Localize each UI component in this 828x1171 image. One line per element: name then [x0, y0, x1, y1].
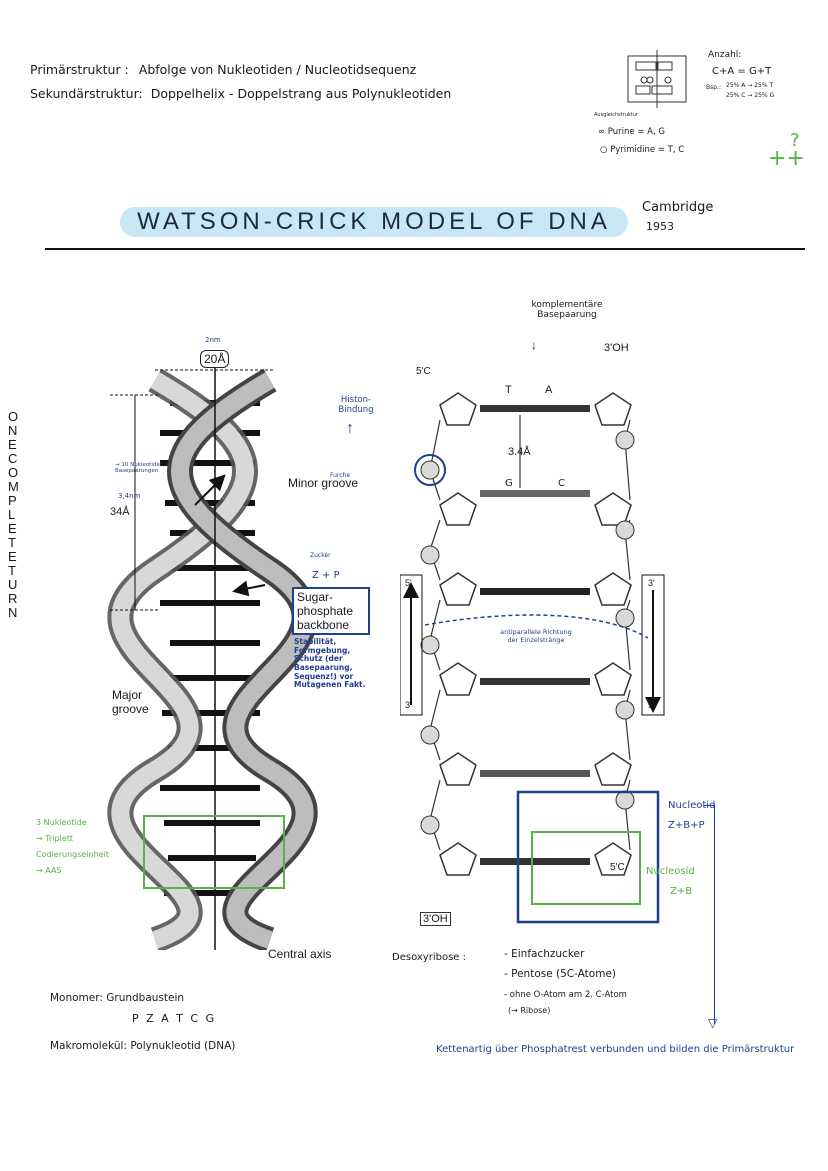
three-prime-right: 3': [648, 578, 655, 588]
zp-label: Z + P: [312, 570, 340, 581]
desoxy-line-3: - ohne O-Atom am 2. C-Atom: [504, 990, 627, 1000]
kette-note: Kettenartig über Phosphatrest verbunden …: [436, 1044, 795, 1055]
minor-groove-label: Minor groove: [288, 476, 359, 490]
double-helix-figure: [107, 350, 318, 950]
pyrimidine-line: ○ Pyrimidine = T, C: [600, 145, 685, 155]
five-c-bottom: 5'C: [610, 862, 625, 873]
sugar-phosphate-backbone-label: Sugar-phosphate backbone: [292, 587, 370, 635]
nucleotid-label: Nucleotid: [668, 800, 716, 811]
three-oh-bottom: 3'OH: [420, 912, 451, 926]
green-question-mark: ?: [790, 130, 800, 151]
base-c: C: [558, 478, 565, 489]
secondary-structure-term: Sekundärstruktur:: [30, 86, 143, 101]
desoxy-line-4: (→ Ribose): [508, 1006, 551, 1015]
primary-structure-text: Abfolge von Nukleotiden / Nucleotidseque…: [138, 62, 417, 77]
one-complete-turn-label: ONE COMPLETE TURN: [8, 409, 20, 620]
ausgleich-label: Ausgleichstruktur: [594, 112, 639, 118]
helix-width-label: 20Å: [200, 350, 230, 368]
triplet-line-1: 3 Nukleotide: [36, 818, 87, 827]
triplet-line-2: → Triplett: [36, 834, 73, 843]
base-g: G: [505, 478, 513, 489]
triplet-box: [143, 815, 285, 889]
spacing-label: 3.4Å: [508, 446, 531, 458]
length-angstrom: 34Å: [110, 506, 130, 518]
secondary-structure-text: Doppelhelix - Doppelstrang aus Polynukle…: [150, 86, 452, 101]
histon-label: Histon-Bindung: [338, 395, 374, 415]
base-t: T: [505, 384, 512, 396]
pairs-note: → 10 Nukleotide/ Basepaarungen: [115, 462, 162, 475]
major-groove-label: Major groove: [112, 688, 149, 716]
komplementaer-label: komplementäre Basepaarung: [531, 300, 603, 320]
triplet-line-4: → AAS: [36, 866, 62, 875]
secondary-structure-line: Sekundärstruktur: Doppelhelix - Doppelst…: [30, 86, 451, 101]
nucleosid-label: Nucleosid: [646, 866, 695, 877]
komplementaer-arrow-icon: ↓: [531, 338, 537, 352]
zucker-note: Zucker: [310, 552, 331, 559]
helix-width-note: 2nm: [205, 336, 221, 344]
anzahl-label: Anzahl:: [708, 50, 742, 60]
minor-groove-note: Furche: [330, 472, 351, 479]
page-title: WATSON-CRICK MODEL OF DNA: [120, 207, 628, 237]
green-plus-signs: ++: [768, 146, 805, 171]
chargaff-equation: C+A = G+T: [712, 66, 772, 77]
five-prime-right: 5': [648, 700, 655, 710]
pyrimidine-text: Pyrimidine = T, C: [610, 145, 685, 155]
three-oh-top: 3'OH: [604, 342, 629, 354]
desoxy-line-1: - Einfachzucker: [504, 948, 585, 960]
bracket-arrow-icon: ▽: [708, 1016, 718, 1030]
title-place: Cambridge: [642, 200, 714, 215]
title-divider: [45, 248, 805, 250]
title-year: 1953: [646, 220, 674, 233]
base-pair-sketch: [627, 50, 687, 108]
base-a: A: [545, 384, 553, 396]
backbone-notes: Stabilität, Formgebung, Schutz (der Base…: [294, 637, 366, 690]
central-axis-label: Central axis: [268, 947, 332, 961]
primary-structure-term: Primärstruktur :: [30, 62, 129, 77]
sugar-rings: [439, 392, 632, 876]
desoxyribose-label: Desoxyribose :: [392, 952, 466, 963]
zb-label: Z+B: [670, 886, 693, 897]
five-prime-left: 5': [405, 578, 412, 588]
phosphate-circles: [420, 430, 635, 835]
ratio-1: 25% A → 25% T: [726, 82, 774, 89]
antiparallel-note: antiparallele Richtung der Einzelstränge: [500, 628, 572, 645]
primary-structure-line: Primärstruktur : Abfolge von Nukleotiden…: [30, 62, 416, 77]
desoxy-line-2: - Pentose (5C-Atome): [504, 968, 616, 980]
histon-arrow-icon: ↑: [346, 420, 354, 437]
ratio-2: 25% C → 25% G: [726, 92, 775, 99]
purine-text: Purine = A, G: [607, 127, 665, 137]
bsp-label: Bsp.:: [706, 84, 721, 91]
length-nm: 3,4nm: [118, 492, 141, 500]
monomer-label: Monomer: Grundbaustein: [50, 992, 185, 1004]
triplet-line-3: Codierungseinheit: [36, 850, 109, 859]
five-c-top: 5'C: [416, 366, 431, 377]
nucleotid-bracket: [704, 805, 715, 1024]
zbp-label: Z+B+P: [668, 820, 705, 831]
dna-ladder-figure: [400, 392, 665, 924]
ladder-base-pairs: [480, 405, 590, 865]
makromolekuel-label: Makromolekül: Polynukleotid (DNA): [50, 1040, 236, 1052]
purine-line: ∞ Purine = A, G: [598, 127, 665, 137]
three-prime-left: 3': [405, 700, 412, 710]
monomer-letters: P Z A T C G: [132, 1012, 217, 1025]
